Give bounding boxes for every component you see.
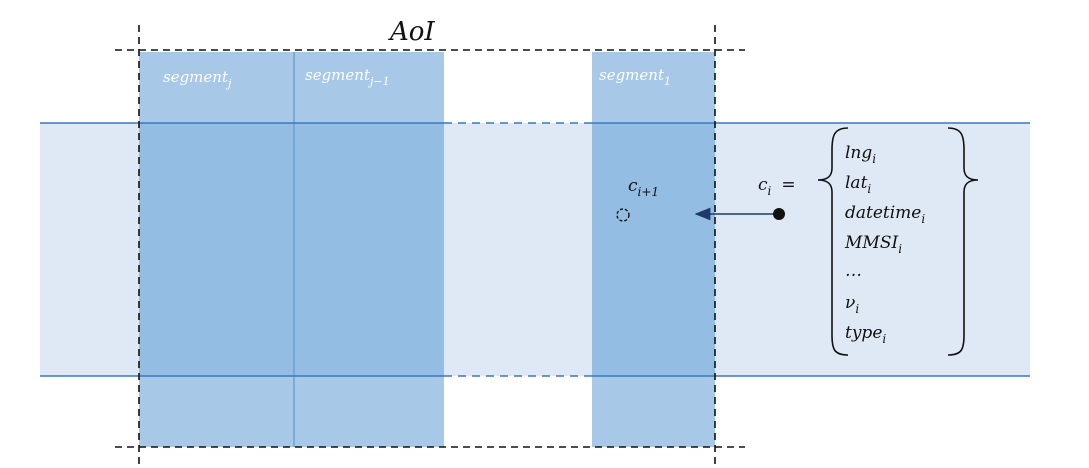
attribute-item: … [845,261,862,281]
segment-j-1-band-overlap [294,123,444,376]
attribute-item: datetimei [845,203,925,226]
aoi-title: AoI [388,17,435,47]
segment-1-label: segment1 [599,66,671,88]
next-point-label: ci+1 [628,176,659,199]
attribute-list: lngi lati datetimei MMSIi … νi typei [844,143,925,346]
left-brace [817,127,849,356]
segment-j-label: segmentj [163,68,232,90]
attribute-item: νi [845,293,859,316]
current-point-label: ci= [758,175,796,198]
attribute-item: MMSIi [844,233,902,256]
attribute-item: lngi [845,143,876,166]
next-point-marker [616,208,630,222]
current-point-marker [773,208,785,220]
right-brace [947,127,979,356]
attribute-item: typei [845,323,886,346]
attribute-item: lati [845,173,871,196]
segment-1-band-overlap [592,123,715,376]
segment-j-band-overlap [139,123,294,376]
segment-j-1-label: segmentj−1 [305,66,390,88]
